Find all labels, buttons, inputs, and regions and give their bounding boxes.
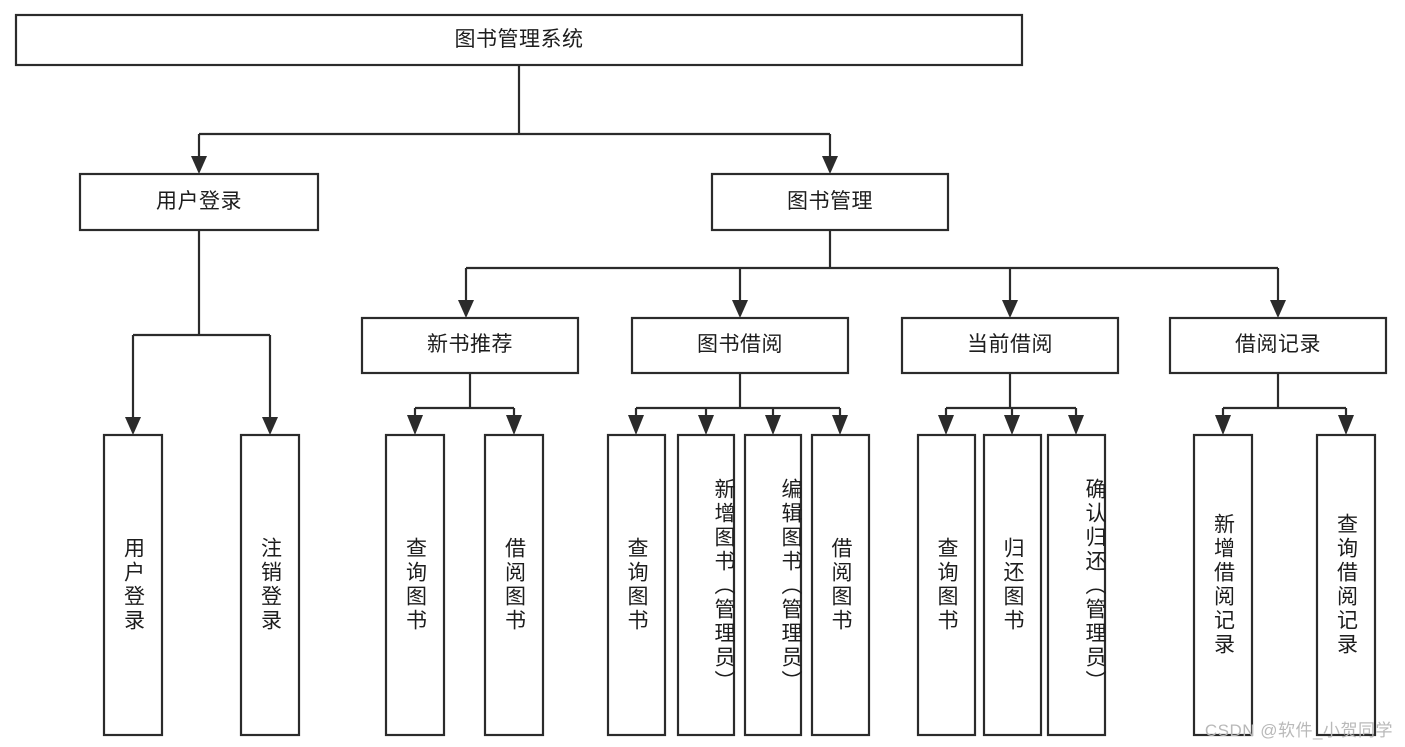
node-box-book-borrow[interactable] [630,316,850,375]
arrow-head-leaf-edit-book [765,415,781,435]
arrow-head-leaf-borrow-book-1 [506,415,522,435]
node-box-leaf-user-login[interactable] [102,433,164,737]
arrow-head-book-borrow [732,300,748,318]
node-box-new-book-rec[interactable] [360,316,580,375]
node-box-leaf-add-record[interactable] [1192,433,1254,737]
node-box-user-login[interactable] [78,172,320,232]
arrow-head-borrow-record [1270,300,1286,318]
arrow-head-current-borrow [1002,300,1018,318]
node-box-leaf-borrow-book-1[interactable] [483,433,545,737]
node-box-leaf-logout[interactable] [239,433,301,737]
node-box-leaf-query-book-1[interactable] [384,433,446,737]
arrow-head-leaf-user-login [125,417,141,435]
node-box-leaf-return-book[interactable] [982,433,1043,737]
arrow-head-new-book-rec [458,300,474,318]
connector-currentborrow-to-leaves [938,373,1084,435]
connector-userlogin-to-leaves [125,230,278,435]
node-box-leaf-add-book[interactable] [676,433,736,737]
connector-bookmgmt-to-level3 [458,230,1286,318]
connector-newbook-to-leaves [407,373,522,435]
arrow-head-leaf-query-book-1 [407,415,423,435]
node-box-current-borrow[interactable] [900,316,1120,375]
node-box-leaf-borrow-book-2[interactable] [810,433,871,737]
node-box-leaf-confirm-return[interactable] [1046,433,1107,737]
node-box-leaf-edit-book[interactable] [743,433,803,737]
arrow-head-book-mgmt [822,156,838,174]
node-box-root[interactable] [14,13,1024,67]
arrow-head-leaf-return-book [1004,415,1020,435]
arrow-head-leaf-borrow-book-2 [832,415,848,435]
arrow-head-user-login [191,156,207,174]
node-box-leaf-query-record[interactable] [1315,433,1377,737]
connector-root-to-level2 [191,65,838,174]
arrow-head-leaf-query-record [1338,415,1354,435]
connector-borrowrecord-to-leaves [1215,373,1354,435]
arrow-head-leaf-query-book-3 [938,415,954,435]
arrow-head-leaf-add-record [1215,415,1231,435]
arrow-head-leaf-query-book-2 [628,415,644,435]
connector-bookborrow-to-leaves [628,373,848,435]
arrow-head-leaf-confirm-return [1068,415,1084,435]
arrow-head-leaf-logout [262,417,278,435]
node-box-book-mgmt[interactable] [710,172,950,232]
node-box-leaf-query-book-2[interactable] [606,433,667,737]
node-box-borrow-record[interactable] [1168,316,1388,375]
node-box-leaf-query-book-3[interactable] [916,433,977,737]
arrow-head-leaf-add-book [698,415,714,435]
